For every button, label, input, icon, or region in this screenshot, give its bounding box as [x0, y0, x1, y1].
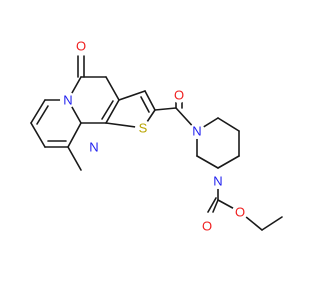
bond [105, 76, 120, 101]
bond [212, 199, 219, 213]
chemical-structure: O N N S O N N O O [30, 38, 283, 234]
atom-n-pyrimidine: N [89, 140, 98, 155]
bond [118, 90, 146, 101]
atom-n-piperazine-bottom: N [213, 174, 222, 189]
bond [261, 216, 283, 231]
bond [67, 122, 82, 148]
atom-o-ketone: O [76, 39, 86, 54]
bond [67, 146, 82, 171]
atom-s-thiophene: S [139, 121, 148, 136]
bond [217, 155, 240, 169]
bond [36, 105, 49, 125]
atom-n-piperazine-top: N [192, 124, 201, 139]
bond [140, 96, 150, 113]
bond [207, 197, 217, 213]
bond [217, 117, 240, 132]
bond [30, 122, 46, 148]
bond [105, 99, 120, 124]
bond [101, 100, 114, 120]
atom-o-carbamate-double: O [202, 219, 212, 234]
bond [154, 107, 177, 111]
atom-o-amide: O [174, 88, 184, 103]
atom-labels: O N N S O N N O O [60, 38, 248, 234]
atom-o-carbamate-ester: O [235, 205, 245, 220]
bonds [30, 55, 283, 231]
bond [144, 90, 156, 111]
bond [196, 155, 219, 169]
atom-n-ring-fusion: N [63, 93, 72, 108]
bond [30, 99, 46, 124]
